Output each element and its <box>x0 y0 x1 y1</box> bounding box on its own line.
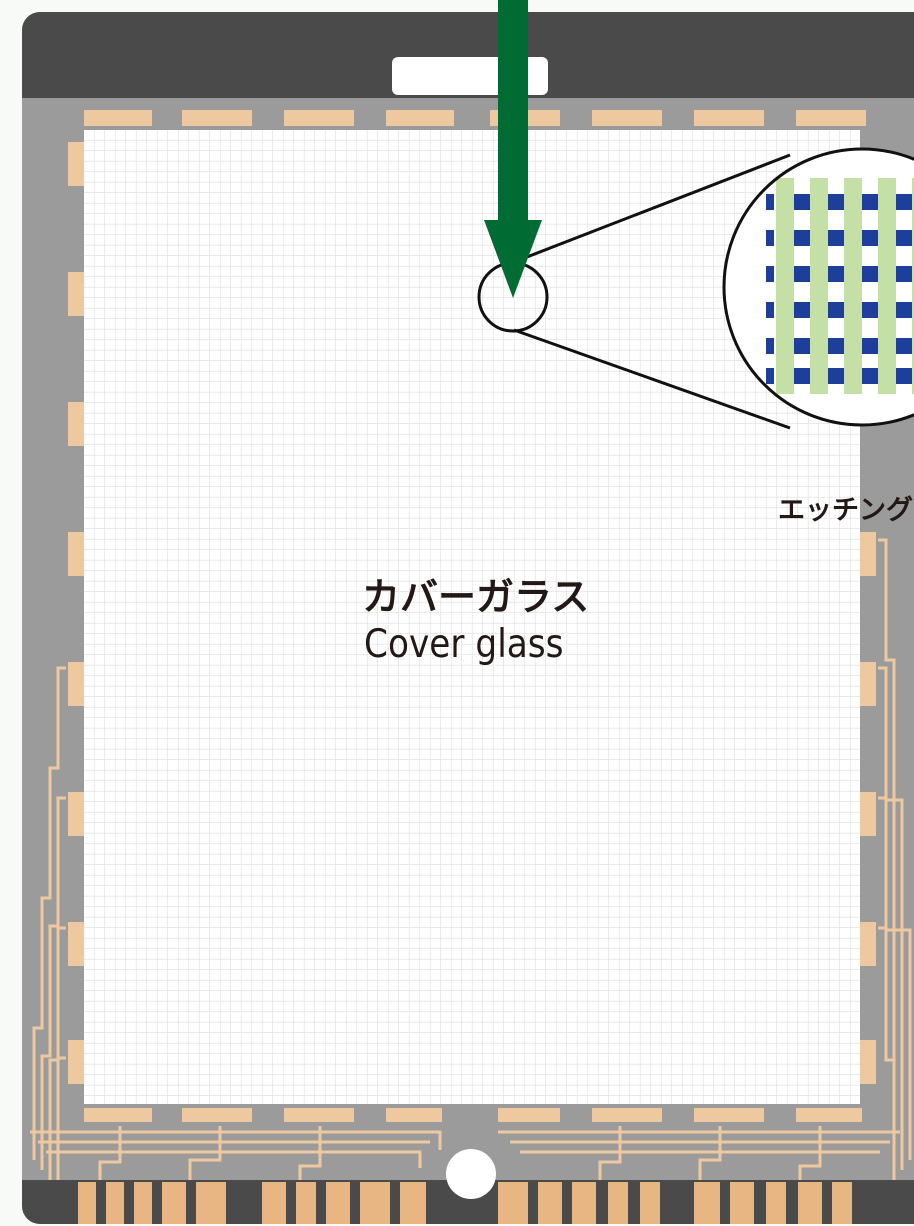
cover-glass-label-jp: カバーガラス <box>362 575 590 619</box>
electrode-square <box>896 368 912 384</box>
electrode-square <box>862 266 878 282</box>
right-staircase-traces <box>878 538 912 1190</box>
electrode-square <box>862 230 878 246</box>
electrode-square <box>794 302 810 318</box>
magnifier-callout-lines <box>513 153 791 430</box>
bottom-trace-dashes <box>84 1108 862 1122</box>
electrode-square <box>828 266 844 282</box>
electrode-square <box>766 368 774 384</box>
electrode-square <box>862 338 878 354</box>
electrode-square <box>828 368 844 384</box>
electrode-square <box>862 368 878 384</box>
electrode-square <box>896 338 912 354</box>
electrode-square <box>766 194 774 210</box>
connector-pins <box>78 1182 852 1224</box>
electrode-square <box>828 338 844 354</box>
electrode-square <box>862 302 878 318</box>
magnifier-icon <box>722 147 914 427</box>
electrode-square <box>896 230 912 246</box>
electrode-square <box>794 266 810 282</box>
electrode-square <box>828 230 844 246</box>
etching-label: エッチング <box>778 495 913 526</box>
electrode-square <box>828 302 844 318</box>
electrode-square <box>766 266 774 282</box>
home-button-icon <box>446 1149 496 1199</box>
left-staircase-traces <box>32 666 66 1190</box>
electrode-square <box>794 230 810 246</box>
cover-glass-label-en: Cover glass <box>364 622 564 667</box>
electrode-square <box>896 302 912 318</box>
magnified-electrode-pattern <box>766 178 914 394</box>
electrode-square <box>794 194 810 210</box>
down-arrow-icon <box>484 0 542 298</box>
electrode-square <box>896 194 912 210</box>
electrode-square <box>896 266 912 282</box>
electrode-square <box>794 368 810 384</box>
left-trace-dashes <box>68 142 84 1084</box>
right-trace-dashes <box>860 532 876 1084</box>
top-trace-dashes <box>84 110 866 126</box>
electrode-square <box>766 302 774 318</box>
electrode-square <box>766 230 774 246</box>
electrode-square <box>828 194 844 210</box>
electrode-square <box>766 338 774 354</box>
bottom-fanout-traces <box>30 1126 900 1180</box>
electrode-square <box>794 338 810 354</box>
electrode-square <box>862 194 878 210</box>
